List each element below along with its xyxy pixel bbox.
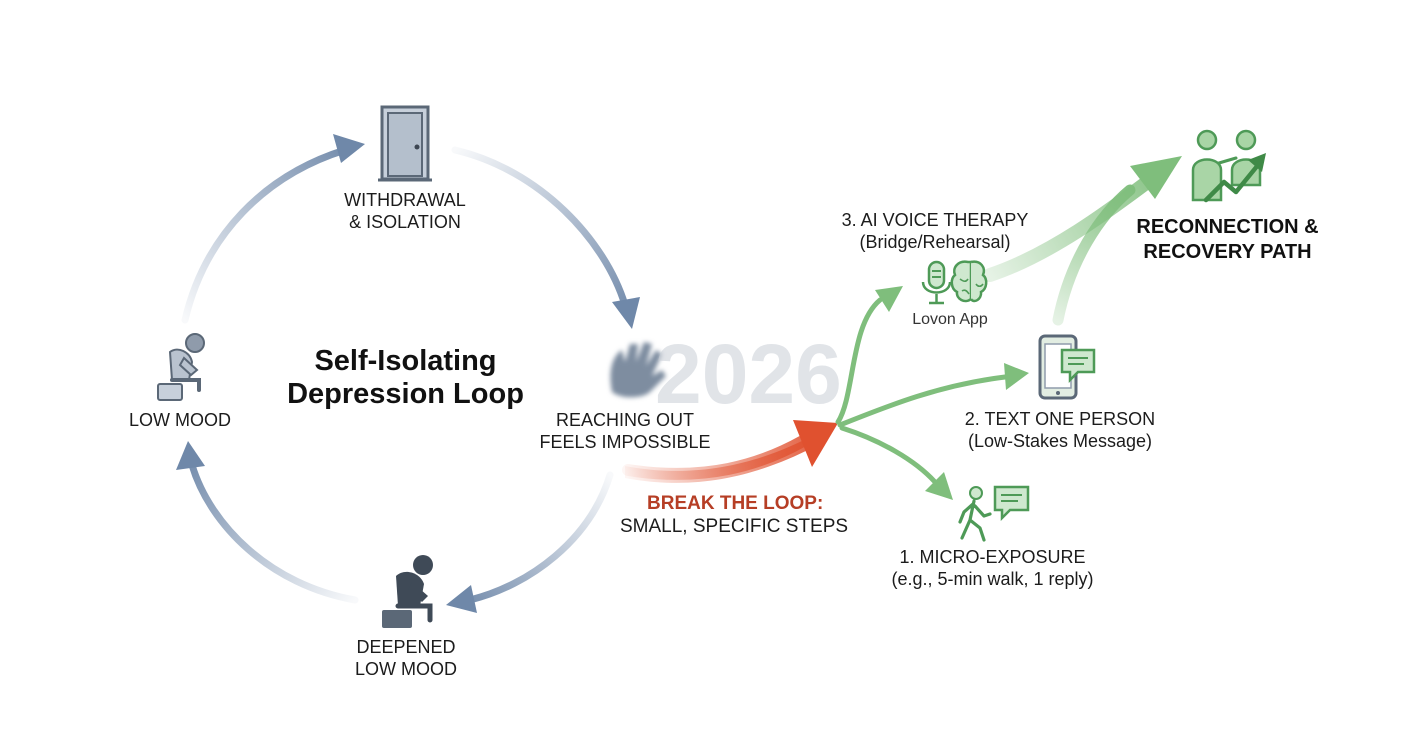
recovery-arrow-lower [1052, 184, 1136, 326]
loop-arrow-to-low-mood [176, 441, 359, 604]
deepened-label-line2: LOW MOOD [355, 659, 457, 679]
loop-arrow-to-reaching-out [451, 146, 640, 329]
micro-exposure-line1: 1. MICRO-EXPOSURE [899, 547, 1086, 567]
reaching-out-label: REACHING OUT FEELS IMPOSSIBLE [535, 409, 715, 453]
break-loop-sublabel: SMALL, SPECIFIC STEPS [620, 516, 849, 537]
loop-title-line1: Self-Isolating [314, 345, 497, 377]
loop-title: Self-Isolating Depression Loop [283, 345, 528, 411]
recovery-path-label: RECONNECTION & RECOVERY PATH [1125, 215, 1330, 265]
speech-bubble-icon [993, 485, 1030, 522]
low-mood-label: LOW MOOD [129, 410, 231, 430]
step-arrow-ai-voice [835, 286, 903, 425]
people-growth-icon [1191, 129, 1266, 203]
sad-person-icon [157, 333, 205, 401]
text-one-person-line2: (Low-Stakes Message) [967, 431, 1153, 451]
micro-exposure-label: 1. MICRO-EXPOSURE (e.g., 5-min walk, 1 r… [875, 546, 1110, 590]
break-loop-label: BREAK THE LOOP: [647, 493, 824, 514]
door-icon [378, 105, 432, 182]
deepened-label-line1: DEEPENED [356, 637, 456, 657]
loop-arrow-to-deepened [446, 471, 614, 613]
depressed-person-icon [382, 555, 433, 628]
step-arrow-text-person [837, 363, 1029, 428]
withdrawal-label-line2: & ISOLATION [349, 212, 461, 232]
reaching-out-label-line1: REACHING OUT [555, 410, 694, 430]
ai-voice-therapy-line2: (Bridge/Rehearsal) [859, 232, 1011, 252]
text-one-person-line1: 2. TEXT ONE PERSON [964, 409, 1156, 429]
reaching-out-label-line2: FEELS IMPOSSIBLE [539, 432, 711, 452]
recovery-path-line2: RECOVERY PATH [1143, 241, 1312, 263]
ai-voice-therapy-line1: 3. AI VOICE THERAPY [841, 210, 1029, 230]
ai-voice-therapy-label: 3. AI VOICE THERAPY (Bridge/Rehearsal) [830, 209, 1040, 253]
phone-message-icon [1038, 334, 1096, 400]
micro-exposure-line2: (e.g., 5-min walk, 1 reply) [891, 569, 1094, 589]
break-the-loop-arrow [622, 420, 838, 483]
recovery-path-line1: RECONNECTION & [1136, 216, 1319, 238]
walking-person-icon [958, 486, 992, 542]
withdrawal-label: WITHDRAWAL & ISOLATION [325, 189, 485, 233]
watermark-2026: 2026 [655, 327, 842, 421]
hand-icon [610, 342, 666, 398]
loop-arrow-to-withdrawal [181, 134, 365, 324]
deepened-label: DEEPENED LOW MOOD [331, 636, 481, 680]
step-arrow-micro-exposure [839, 425, 953, 500]
microphone-icon [921, 260, 952, 305]
withdrawal-label-line1: WITHDRAWAL [344, 190, 466, 210]
lovon-app-label: Lovon App [912, 311, 988, 328]
loop-title-line2: Depression Loop [287, 378, 524, 410]
brain-icon [950, 260, 988, 303]
text-one-person-label: 2. TEXT ONE PERSON (Low-Stakes Message) [950, 408, 1170, 452]
